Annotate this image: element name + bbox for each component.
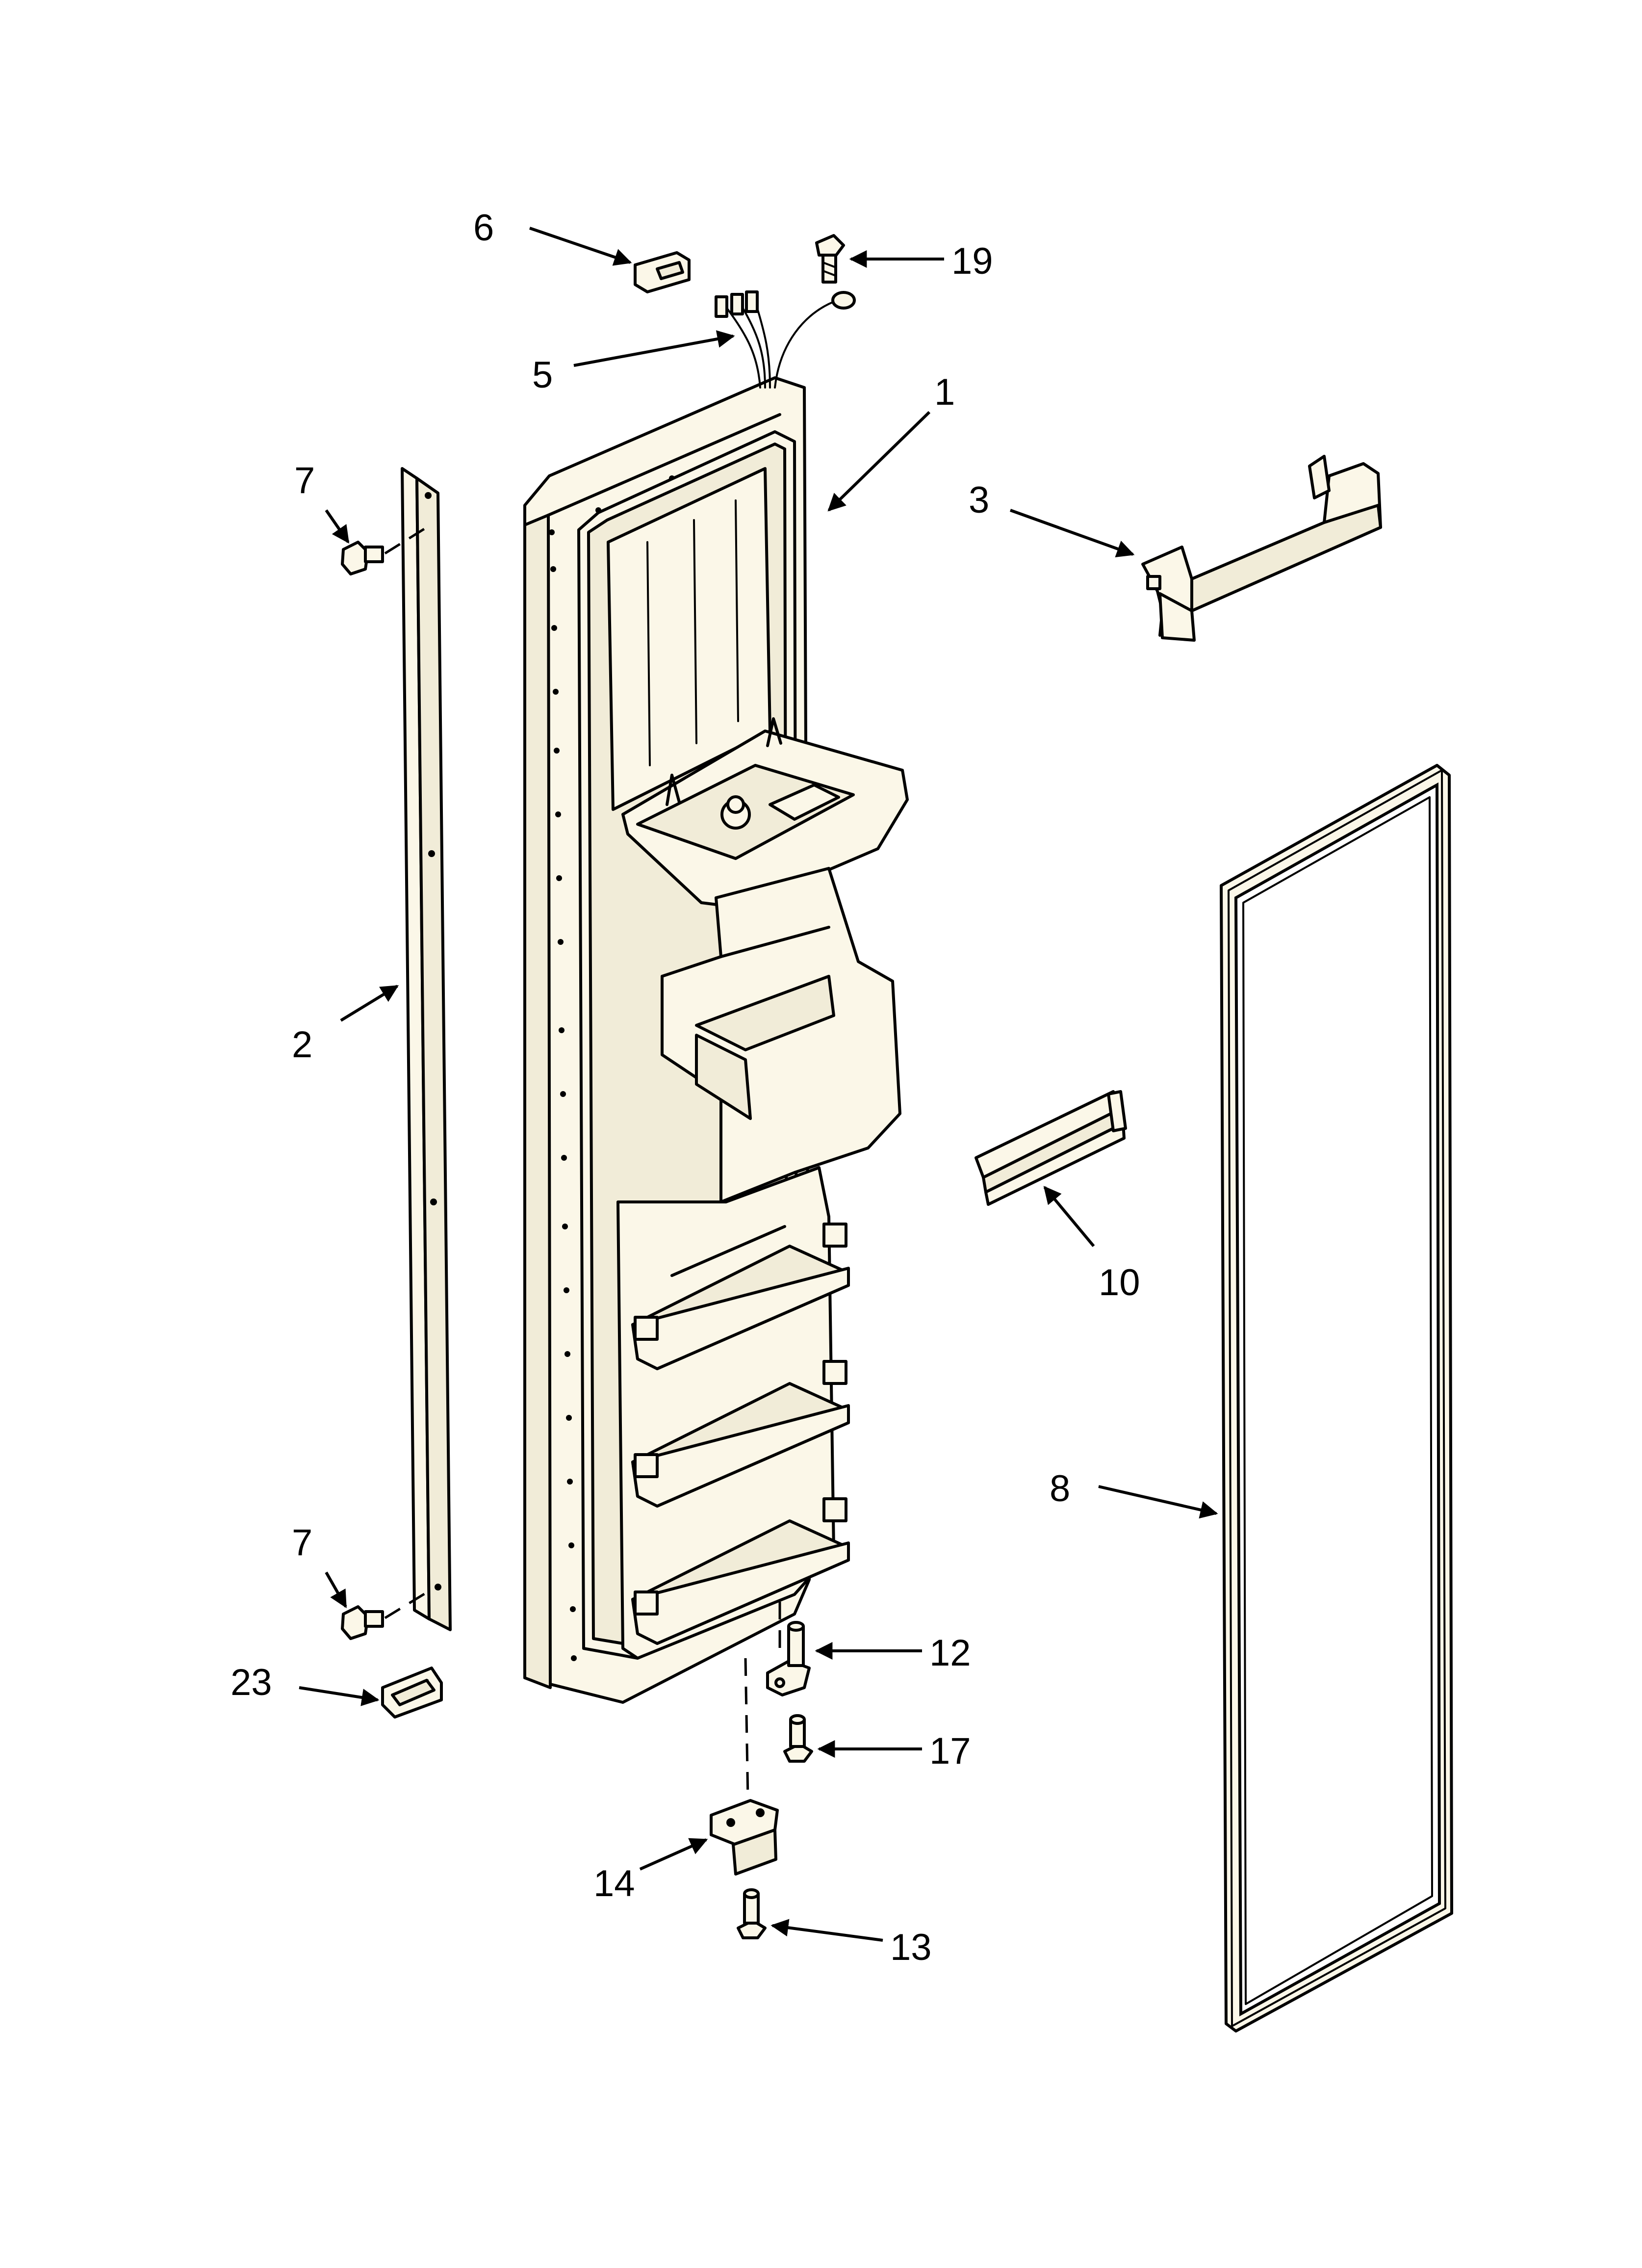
shelf-retainer-part-10 (975, 1090, 1127, 1206)
leader-lines (299, 227, 1218, 1942)
connector-part-6 (634, 251, 691, 293)
callout-7-bottom: 7 (292, 1522, 312, 1564)
callout-12: 12 (929, 1632, 971, 1674)
screw-part-7-top (341, 526, 428, 575)
callout-1: 1 (934, 371, 955, 413)
callout-8: 8 (1050, 1468, 1070, 1510)
callout-17: 17 (929, 1730, 971, 1772)
screw-part-7-bottom (341, 1588, 433, 1640)
screw-part-19 (815, 234, 845, 284)
hinge-bracket-part-14 (710, 1658, 779, 1876)
door-gasket-part-8 (1220, 764, 1453, 2033)
callout-13: 13 (890, 1927, 932, 1968)
callout-2: 2 (292, 1024, 312, 1066)
screw-part-13 (737, 1888, 767, 1939)
wire-harness-part-5 (715, 290, 856, 389)
callout-14: 14 (593, 1863, 635, 1904)
callout-3: 3 (969, 479, 989, 521)
hinge-pin-part-12 (766, 1602, 811, 1696)
door-bin-part-3 (1141, 455, 1382, 642)
door-liner-part-1 (523, 290, 909, 1704)
trim-strip-part-2 (401, 467, 452, 1631)
callout-6: 6 (473, 207, 494, 249)
callout-7-top: 7 (294, 460, 315, 501)
callout-19: 19 (951, 240, 993, 282)
screw-part-17 (783, 1714, 813, 1763)
callout-10: 10 (1099, 1262, 1140, 1303)
clip-part-23 (381, 1667, 443, 1719)
callout-5: 5 (532, 354, 553, 396)
callout-23: 23 (231, 1662, 272, 1703)
